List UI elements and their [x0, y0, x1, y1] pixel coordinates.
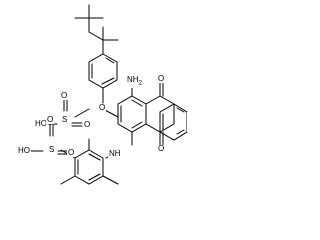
- tert-octyl-group: [74, 4, 119, 55]
- oxygen-top-label: O: [157, 74, 166, 83]
- left-hydroxy-label: HO: [34, 119, 48, 128]
- bottom-hydroxy-label: HO: [17, 146, 31, 155]
- ether-oxygen-label: O: [98, 103, 107, 112]
- left-sulfur-label: S: [61, 115, 69, 124]
- mesityl-ring: [60, 138, 119, 185]
- oxygen-bottom-label: O: [157, 144, 166, 153]
- bottom-sulfur-label: S: [48, 145, 56, 154]
- chemical-structure: [30, 4, 187, 185]
- amine-bonds: [105, 83, 133, 159]
- left-sulfonyl-oxygen-right-label: O: [83, 120, 92, 129]
- left-sulfonyl-oxygen-top-label: O: [60, 91, 69, 100]
- bottom-sulfonic-acid: [30, 123, 69, 155]
- amino-label: NH2: [126, 75, 143, 88]
- phenyl-ring: [88, 53, 118, 104]
- bottom-sulfonyl-oxygen-top-label: O: [46, 115, 55, 124]
- amine-nh-label: NH: [108, 149, 122, 158]
- bottom-sulfonyl-oxygen-right-label: O: [67, 148, 76, 157]
- left-sulfonic-acid: [46, 99, 90, 127]
- anthraquinone-core: [117, 82, 187, 146]
